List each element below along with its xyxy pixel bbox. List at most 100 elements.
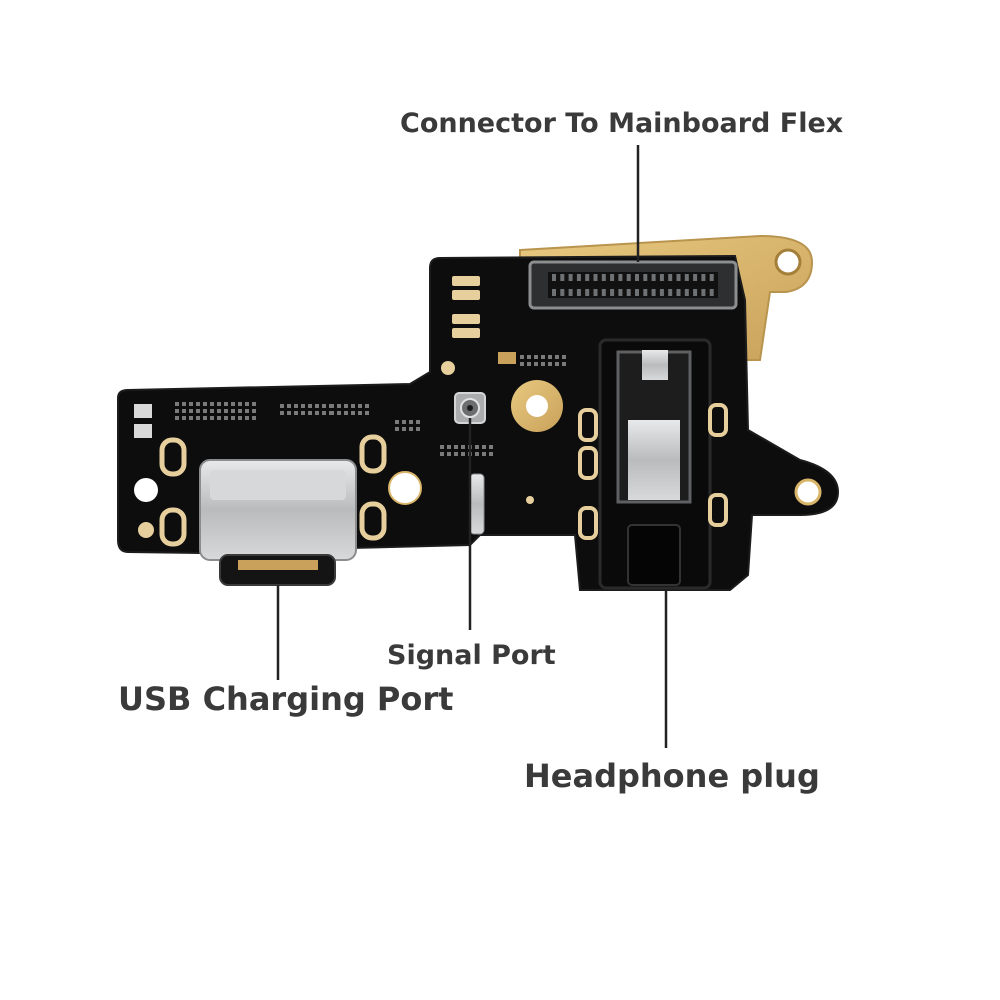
connector-pin xyxy=(709,274,714,281)
smd-component xyxy=(416,427,420,431)
connector-pin xyxy=(659,274,664,281)
smd-component xyxy=(287,411,291,415)
connector-pin xyxy=(585,274,590,281)
smd-component xyxy=(175,402,179,406)
smd-component xyxy=(280,411,284,415)
smd-component xyxy=(337,411,341,415)
smd-component xyxy=(416,420,420,424)
connector-pin xyxy=(659,289,664,296)
smd-component xyxy=(454,445,458,449)
connector-pin xyxy=(576,274,581,281)
smd-component xyxy=(395,427,399,431)
smd-component xyxy=(447,452,451,456)
smd-component xyxy=(447,445,451,449)
smd-component xyxy=(182,402,186,406)
smd-component xyxy=(489,452,493,456)
smd-component xyxy=(520,355,524,359)
connector-pin xyxy=(626,289,631,296)
smd-component xyxy=(475,452,479,456)
smd-component xyxy=(301,404,305,408)
smd-component xyxy=(548,355,552,359)
connector-pin xyxy=(610,289,615,296)
connector-pin xyxy=(626,274,631,281)
smd-component xyxy=(541,362,545,366)
smd-component xyxy=(189,416,193,420)
connector-pin xyxy=(693,289,698,296)
smd-component xyxy=(224,409,228,413)
smd-component xyxy=(344,411,348,415)
connector-pin xyxy=(593,274,598,281)
smd-component xyxy=(182,416,186,420)
label-connector-to-mainboard-flex: Connector To Mainboard Flex xyxy=(400,108,844,139)
smd-component xyxy=(287,404,291,408)
smd-component xyxy=(489,445,493,449)
smd-component xyxy=(238,409,242,413)
label-signal-port: Signal Port xyxy=(387,640,556,671)
connector-pin xyxy=(635,274,639,281)
smd-component xyxy=(520,362,524,366)
smd-component xyxy=(294,404,298,408)
smd-component xyxy=(409,427,413,431)
smd-component xyxy=(440,452,444,456)
smd-component xyxy=(189,402,193,406)
smd-component xyxy=(482,445,486,449)
smd-component xyxy=(475,445,479,449)
connector-pin xyxy=(618,274,623,281)
smd-component xyxy=(231,416,235,420)
smd-component xyxy=(395,420,399,424)
smd-component xyxy=(322,411,326,415)
smd-component xyxy=(308,411,312,415)
smd-component xyxy=(238,416,242,420)
smd-component xyxy=(461,452,465,456)
smd-component xyxy=(252,409,256,413)
smd-component xyxy=(196,402,200,406)
smd-component xyxy=(534,362,538,366)
smd-component xyxy=(196,416,200,420)
label-usb-charging-port: USB Charging Port xyxy=(118,680,454,718)
connector-pin xyxy=(684,289,689,296)
connector-pin xyxy=(560,289,565,296)
connector-pin xyxy=(684,274,689,281)
smd-component xyxy=(175,409,179,413)
smd-component xyxy=(217,409,221,413)
smd-component xyxy=(351,404,355,408)
left-section-features xyxy=(134,355,566,547)
smd-component xyxy=(402,427,406,431)
connector-pin xyxy=(676,274,681,281)
smd-component xyxy=(440,445,444,449)
smd-component xyxy=(231,402,235,406)
smd-component xyxy=(245,402,249,406)
smd-component xyxy=(301,411,305,415)
connector-pin xyxy=(552,274,556,281)
smd-component xyxy=(315,411,319,415)
usb-charging-port-body xyxy=(199,459,357,586)
connector-pin xyxy=(568,289,573,296)
smd-component xyxy=(409,420,413,424)
smd-component xyxy=(175,416,179,420)
smd-component xyxy=(555,362,559,366)
smd-component xyxy=(527,362,531,366)
smd-component xyxy=(231,409,235,413)
smd-component xyxy=(189,409,193,413)
smd-component xyxy=(322,404,326,408)
connector-pin xyxy=(568,274,573,281)
smd-component xyxy=(548,362,552,366)
smd-component xyxy=(210,402,214,406)
smd-component xyxy=(252,402,256,406)
smd-component xyxy=(461,445,465,449)
smd-component xyxy=(482,452,486,456)
smd-component xyxy=(562,355,566,359)
mount-hole-right xyxy=(794,478,822,506)
smd-component xyxy=(555,355,559,359)
smd-component xyxy=(541,355,545,359)
connector-pin xyxy=(635,289,639,296)
connector-pin xyxy=(601,289,606,296)
headphone-jack-body xyxy=(578,338,728,590)
smd-component xyxy=(238,402,242,406)
smd-component xyxy=(330,411,334,415)
connector-pin xyxy=(618,289,623,296)
smd-component xyxy=(402,420,406,424)
connector-pin xyxy=(693,274,698,281)
mount-ring-center xyxy=(511,380,563,432)
mainboard-flex-connector xyxy=(528,260,738,310)
